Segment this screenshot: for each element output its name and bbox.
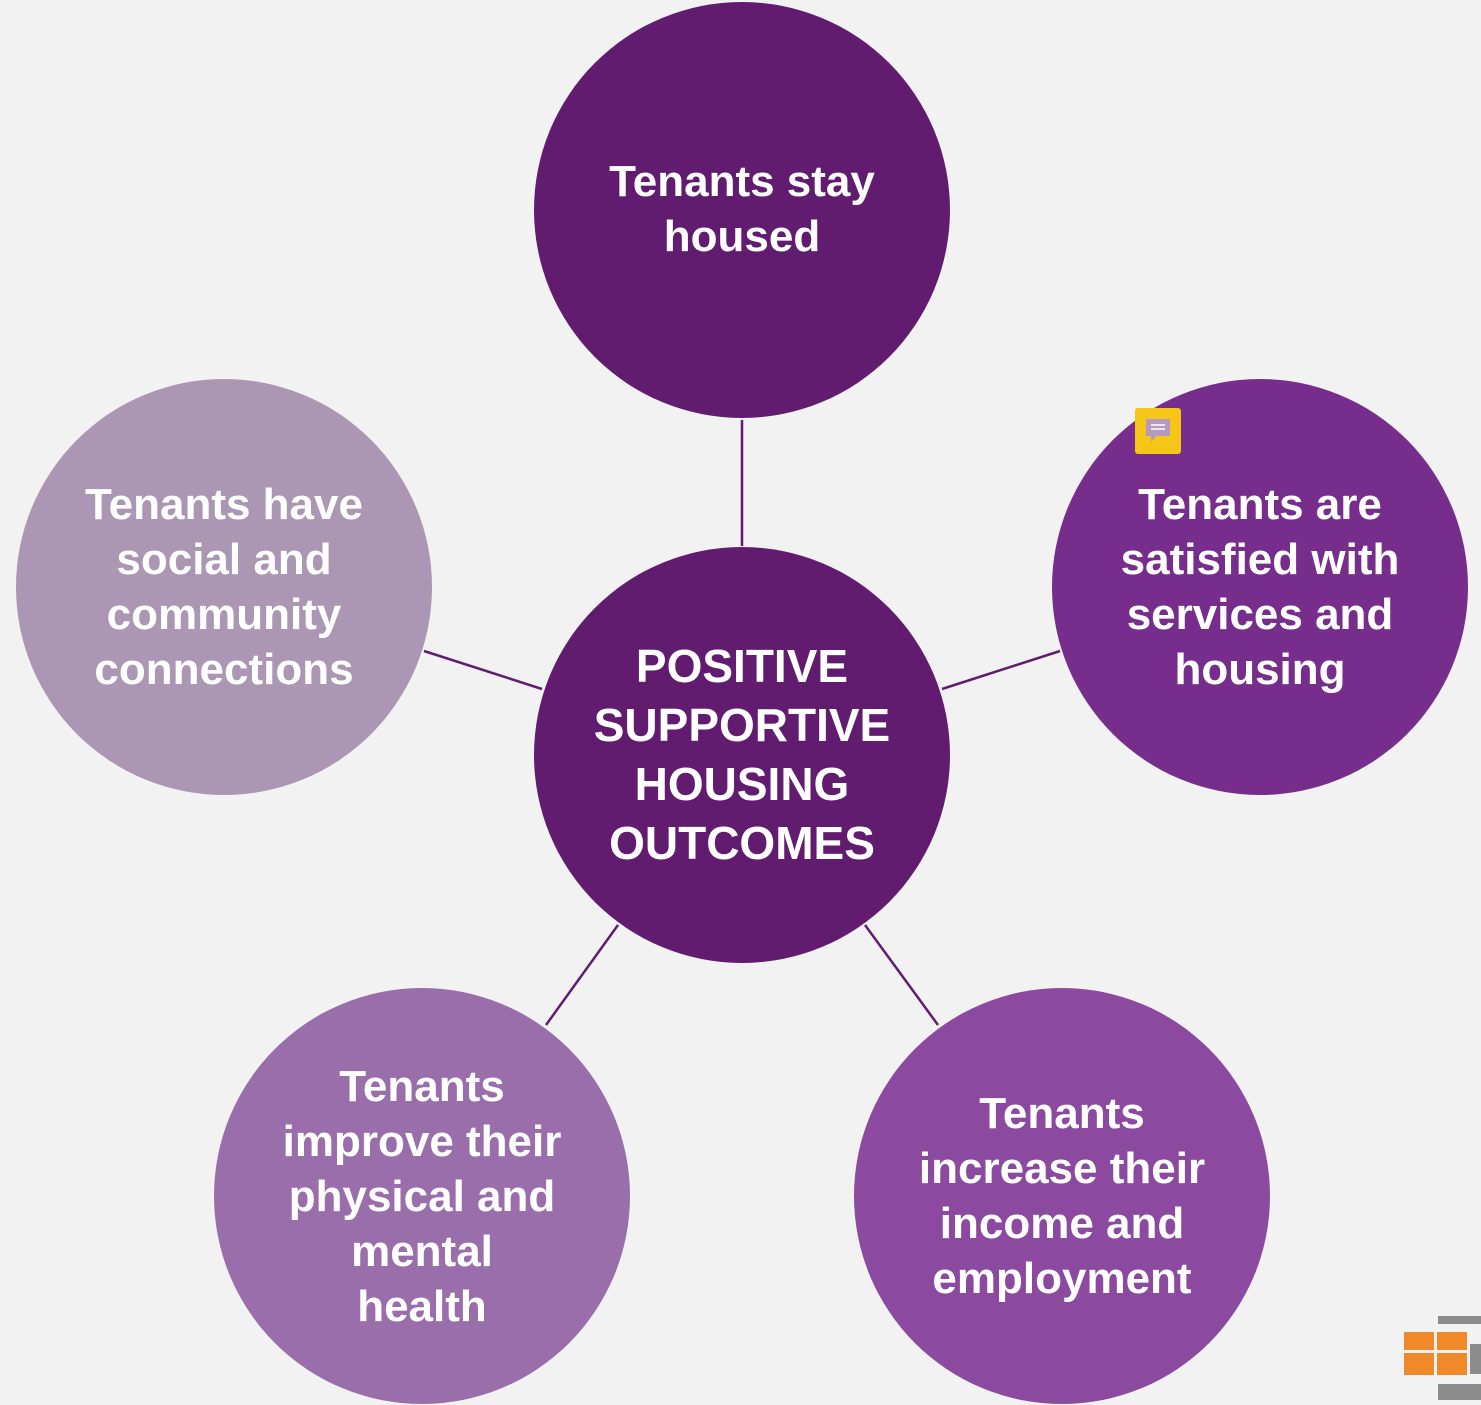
grid-logo-icon	[1402, 1316, 1481, 1400]
connector-left	[423, 649, 543, 691]
outcome-label: Tenants increase their income and employ…	[918, 1089, 1206, 1303]
outcome-label: Tenants are satisfied with services and …	[1120, 480, 1400, 694]
comment-icon[interactable]	[1135, 408, 1181, 454]
outcome-community: Tenants have social and community connec…	[16, 379, 432, 795]
outcome-satisfied: Tenants are satisfied with services and …	[1052, 379, 1468, 795]
connector-bottom-right	[863, 924, 940, 1026]
outcome-label: Tenants improve their physical and menta…	[282, 1061, 562, 1331]
outcome-label: Tenants stay housed	[609, 157, 875, 261]
speech-bubble-icon	[1146, 419, 1170, 442]
center-label: POSITIVE SUPPORTIVE HOUSING OUTCOMES	[593, 640, 891, 869]
outcome-income-employment: Tenants increase their income and employ…	[854, 988, 1270, 1404]
connector-right	[941, 649, 1061, 691]
outcome-health: Tenants improve their physical and menta…	[214, 988, 630, 1404]
outcome-stay-housed: Tenants stay housed	[534, 2, 950, 418]
connector-bottom-left	[544, 924, 620, 1026]
center-outcomes-circle: POSITIVE SUPPORTIVE HOUSING OUTCOMES	[534, 547, 950, 963]
outcome-label: Tenants have social and community connec…	[85, 480, 363, 694]
